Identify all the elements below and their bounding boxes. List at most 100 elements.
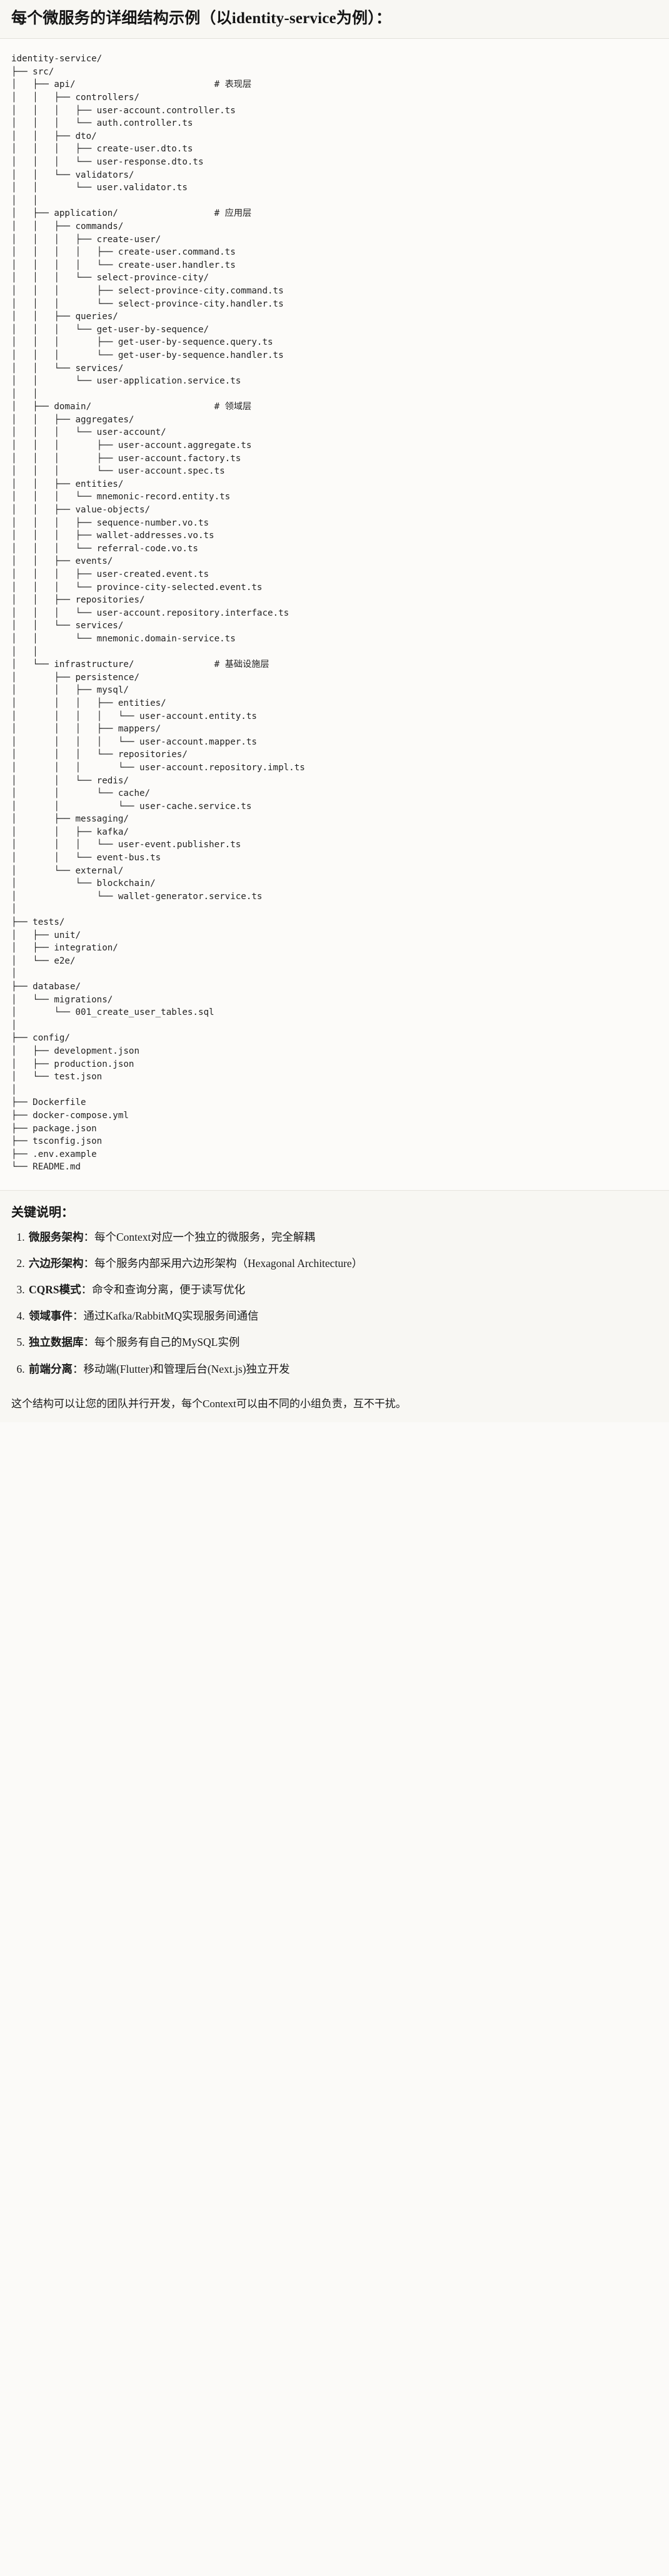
tree-line: │ ├── application/ # 应用层 xyxy=(11,208,252,219)
tree-line: │ │ │ ├── get-user-by-sequence.query.ts xyxy=(11,337,273,348)
tree-line: │ │ │ ├── create-user/ xyxy=(11,234,161,245)
tree-line: │ xyxy=(11,1020,17,1031)
key-note-item: CQRS模式：命令和查询分离，便于读写优化 xyxy=(28,1281,658,1298)
tree-line: │ │ │ ├── create-user.dto.ts xyxy=(11,144,193,155)
tree-line: │ │ ├── dto/ xyxy=(11,131,97,141)
tree-line: ├── config/ xyxy=(11,1033,70,1044)
tree-line: │ ├── integration/ xyxy=(11,943,118,954)
tree-line: │ │ └── services/ xyxy=(11,621,124,631)
tree-line: │ │ └── cache/ xyxy=(11,788,151,799)
key-note-desc: ：每个服务内部采用六边形架构（Hexagonal Architecture） xyxy=(83,1257,363,1270)
tree-line: │ └── 001_create_user_tables.sql xyxy=(11,1007,214,1018)
page-title: 每个微服务的详细结构示例（以identity-service为例）： xyxy=(11,10,392,27)
key-note-desc: ：移动端(Flutter)和管理后台(Next.js)独立开发 xyxy=(73,1362,290,1375)
tree-line: │ └── migrations/ xyxy=(11,994,113,1005)
tree-line: │ └── e2e/ xyxy=(11,955,76,966)
key-note-desc: ：每个服务有自己的MySQL实例 xyxy=(83,1336,240,1349)
tree-line: │ │ │ └── get-user-by-sequence/ xyxy=(11,324,209,335)
tree-line: ├── tsconfig.json xyxy=(11,1136,103,1147)
tree-line: ├── tests/ xyxy=(11,917,65,928)
tree-line: │ │ ├── repositories/ xyxy=(11,595,145,606)
tree-line: ├── .env.example xyxy=(11,1149,97,1159)
tree-line: │ └── blockchain/ xyxy=(11,878,156,889)
tree-line: │ ├── persistence/ xyxy=(11,672,139,683)
tree-line: │ │ │ ├── entities/ xyxy=(11,698,166,708)
tree-line: └── README.md xyxy=(11,1162,81,1173)
tree-line: │ │ │ └── user-account.repository.impl.t… xyxy=(11,762,305,773)
key-notes-title: 关键说明： xyxy=(11,1205,74,1219)
tree-line: │ │ │ └── user-response.dto.ts xyxy=(11,157,204,167)
directory-tree: identity-service/ ├── src/ │ ├── api/ # … xyxy=(11,53,658,1174)
tree-line: │ │ ├── mysql/ xyxy=(11,685,129,696)
footer-note: 这个结构可以让您的团队并行开发，每个Context可以由不同的小组负责，互不干扰… xyxy=(0,1393,669,1422)
tree-line: │ │ │ ├── user-account.aggregate.ts xyxy=(11,440,252,451)
key-notes-section: 关键说明： 微服务架构：每个Context对应一个独立的微服务，完全解耦六边形架… xyxy=(0,1190,669,1394)
tree-line: │ xyxy=(11,969,17,979)
tree-line: identity-service/ xyxy=(11,54,103,64)
key-note-desc: ：命令和查询分离，便于读写优化 xyxy=(81,1283,246,1296)
tree-line: │ ├── production.json xyxy=(11,1059,134,1069)
tree-line: │ │ ├── entities/ xyxy=(11,479,124,489)
key-notes-list: 微服务架构：每个Context对应一个独立的微服务，完全解耦六边形架构：每个服务… xyxy=(11,1229,658,1378)
tree-line: │ │ │ └── repositories/ xyxy=(11,750,188,760)
tree-line: │ ├── messaging/ xyxy=(11,814,129,825)
tree-line: │ └── external/ xyxy=(11,865,124,876)
tree-line: │ │ │ ├── user-account.controller.ts xyxy=(11,105,236,116)
key-note-term: 独立数据库 xyxy=(29,1336,84,1349)
tree-line: │ │ └── services/ xyxy=(11,363,124,374)
tree-line: │ │ ├── value-objects/ xyxy=(11,505,151,516)
key-note-item: 前端分离：移动端(Flutter)和管理后台(Next.js)独立开发 xyxy=(28,1361,658,1378)
tree-line: │ │ ├── queries/ xyxy=(11,312,118,322)
tree-line: ├── database/ xyxy=(11,982,81,992)
tree-line: ├── Dockerfile xyxy=(11,1097,86,1108)
tree-line: │ │ ├── aggregates/ xyxy=(11,414,134,425)
tree-line: │ │ ├── kafka/ xyxy=(11,827,129,837)
tree-line: │ │ │ ├── user-created.event.ts xyxy=(11,569,209,579)
tree-line: │ │ │ └── user-account.repository.interf… xyxy=(11,608,289,618)
tree-line: │ │ └── mnemonic.domain-service.ts xyxy=(11,633,236,644)
tree-line: │ │ │ └── province-city-selected.event.t… xyxy=(11,582,263,593)
tree-line: │ │ │ │ └── create-user.handler.ts xyxy=(11,260,236,270)
tree-line: │ │ │ ├── select-province-city.command.t… xyxy=(11,285,284,296)
tree-line: │ ├── development.json xyxy=(11,1046,139,1056)
key-note-item: 微服务架构：每个Context对应一个独立的微服务，完全解耦 xyxy=(28,1229,658,1246)
tree-line: │ │ │ └── user-account/ xyxy=(11,427,166,438)
tree-line: │ │ │ │ └── user-account.mapper.ts xyxy=(11,736,257,747)
tree-line: │ │ │ └── auth.controller.ts xyxy=(11,118,193,129)
tree-line: │ └── test.json xyxy=(11,1072,103,1082)
tree-line: │ │ └── validators/ xyxy=(11,170,134,180)
key-note-item: 六边形架构：每个服务内部采用六边形架构（Hexagonal Architectu… xyxy=(28,1255,658,1272)
tree-line: │ │ └── user-application.service.ts xyxy=(11,376,241,387)
key-note-term: 微服务架构 xyxy=(29,1230,84,1243)
tree-line: │ │ │ │ └── user-account.entity.ts xyxy=(11,711,257,721)
tree-line: │ │ xyxy=(11,389,38,399)
tree-line: ├── src/ xyxy=(11,66,54,77)
tree-line: │ │ └── event-bus.ts xyxy=(11,853,161,863)
document-page: 每个微服务的详细结构示例（以identity-service为例）： ident… xyxy=(0,0,669,1422)
tree-line: ├── docker-compose.yml xyxy=(11,1110,129,1121)
tree-line: │ │ │ ├── mappers/ xyxy=(11,724,161,735)
tree-line: │ │ xyxy=(11,646,38,657)
tree-line: │ │ ├── events/ xyxy=(11,556,113,567)
tree-line: │ └── wallet-generator.service.ts xyxy=(11,891,263,902)
tree-line: │ │ │ └── user-event.publisher.ts xyxy=(11,840,241,850)
tree-line: │ │ │ └── user-account.spec.ts xyxy=(11,466,225,477)
key-note-term: 前端分离 xyxy=(29,1362,73,1375)
tree-line: │ ├── unit/ xyxy=(11,930,81,940)
tree-line: │ │ │ └── select-province-city/ xyxy=(11,273,209,283)
key-note-desc: ：每个Context对应一个独立的微服务，完全解耦 xyxy=(83,1230,315,1243)
tree-line: │ │ └── user-cache.service.ts xyxy=(11,801,252,812)
tree-line: │ └── infrastructure/ # 基础设施层 xyxy=(11,659,269,670)
key-note-term: CQRS模式 xyxy=(29,1283,81,1296)
key-note-term: 六边形架构 xyxy=(29,1257,84,1270)
tree-line: │ │ │ └── mnemonic-record.entity.ts xyxy=(11,492,231,502)
key-note-item: 独立数据库：每个服务有自己的MySQL实例 xyxy=(28,1334,658,1351)
tree-line: │ │ │ │ ├── create-user.command.ts xyxy=(11,247,236,258)
tree-line: │ │ └── redis/ xyxy=(11,775,129,786)
tree-line: │ ├── api/ # 表现层 xyxy=(11,79,252,90)
tree-line: │ │ │ ├── wallet-addresses.vo.ts xyxy=(11,531,214,541)
directory-tree-block: identity-service/ ├── src/ │ ├── api/ # … xyxy=(0,39,669,1191)
key-note-item: 领域事件：通过Kafka/RabbitMQ实现服务间通信 xyxy=(28,1308,658,1325)
tree-line: │ │ │ └── get-user-by-sequence.handler.t… xyxy=(11,350,284,360)
key-note-desc: ：通过Kafka/RabbitMQ实现服务间通信 xyxy=(73,1310,259,1323)
